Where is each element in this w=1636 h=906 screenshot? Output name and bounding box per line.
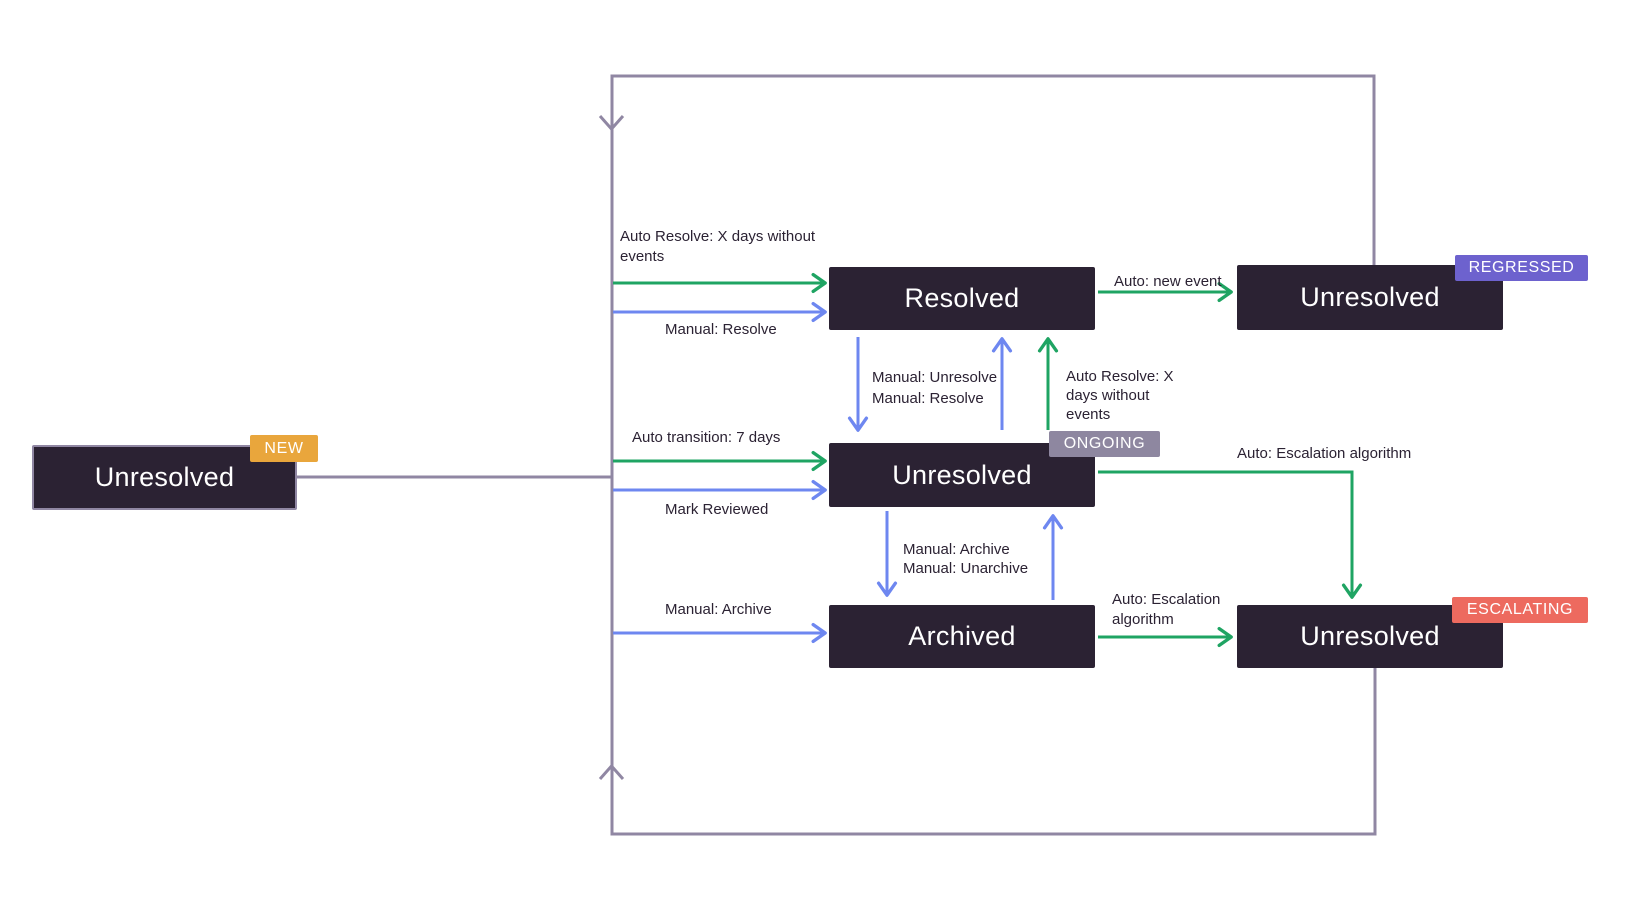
loop-feedback-line: [610, 74, 1377, 836]
state-unresolved-new: Unresolved: [32, 445, 297, 510]
badge-escalating: ESCALATING: [1452, 597, 1588, 623]
label-auto-new-event: Auto: new event: [1114, 273, 1222, 290]
label-auto-resolve-mid: Auto Resolve: X days without events: [1066, 368, 1174, 423]
loop-down-arrowhead: [598, 115, 625, 132]
label-auto-resolve-top: Auto Resolve: X days without events: [620, 228, 816, 265]
label-auto-transition: Auto transition: 7 days: [632, 429, 781, 446]
state-unresolved-escalating: Unresolved: [1237, 605, 1503, 668]
label-auto-escalation-right: Auto: Escalation algorithm: [1237, 445, 1412, 462]
badge-ongoing: ONGOING: [1049, 431, 1160, 457]
label-manual-unresolve-resolve: Manual: Unresolve Manual: Resolve: [872, 369, 998, 407]
state-resolved: Resolved: [829, 267, 1095, 330]
label-manual-resolve-top: Manual: Resolve: [665, 321, 777, 338]
label-mark-reviewed: Mark Reviewed: [665, 501, 769, 518]
label-manual-archive-left: Manual: Archive: [665, 601, 772, 618]
loop-up-arrowhead: [598, 763, 625, 780]
label-manual-archive-unarchive: Manual: Archive Manual: Unarchive: [903, 541, 1029, 577]
edge-auto-escalation-elbow-arrow: [1098, 470, 1363, 599]
badge-regressed: REGRESSED: [1455, 255, 1588, 281]
state-archived: Archived: [829, 605, 1095, 668]
badge-new: NEW: [250, 435, 318, 462]
label-auto-escalation-bottom: Auto: Escalation algorithm: [1112, 591, 1221, 628]
